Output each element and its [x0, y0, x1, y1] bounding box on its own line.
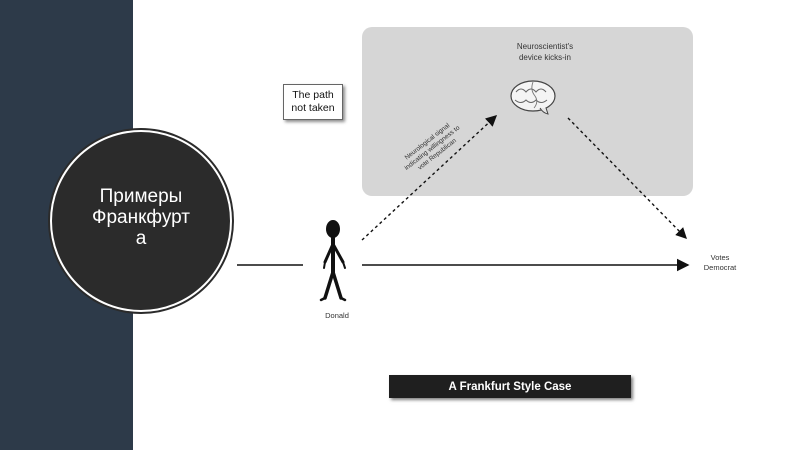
- device-panel: [362, 27, 693, 196]
- path-not-taken-box: The path not taken: [283, 84, 343, 120]
- person-label: Donald: [325, 311, 349, 320]
- outcome-label: Votes Democrat: [703, 253, 737, 272]
- section-circle: Примеры Франкфурт а: [50, 130, 232, 312]
- section-title: Примеры Франкфурт а: [92, 185, 190, 249]
- stick-figure-icon: [319, 220, 347, 302]
- signal-arrow: [361, 115, 498, 241]
- device-label: Neuroscientist's device kicks-in: [516, 42, 574, 62]
- caption-banner: A Frankfurt Style Case: [389, 375, 631, 398]
- brain-icon: [510, 80, 556, 115]
- device-arrow: [567, 117, 687, 239]
